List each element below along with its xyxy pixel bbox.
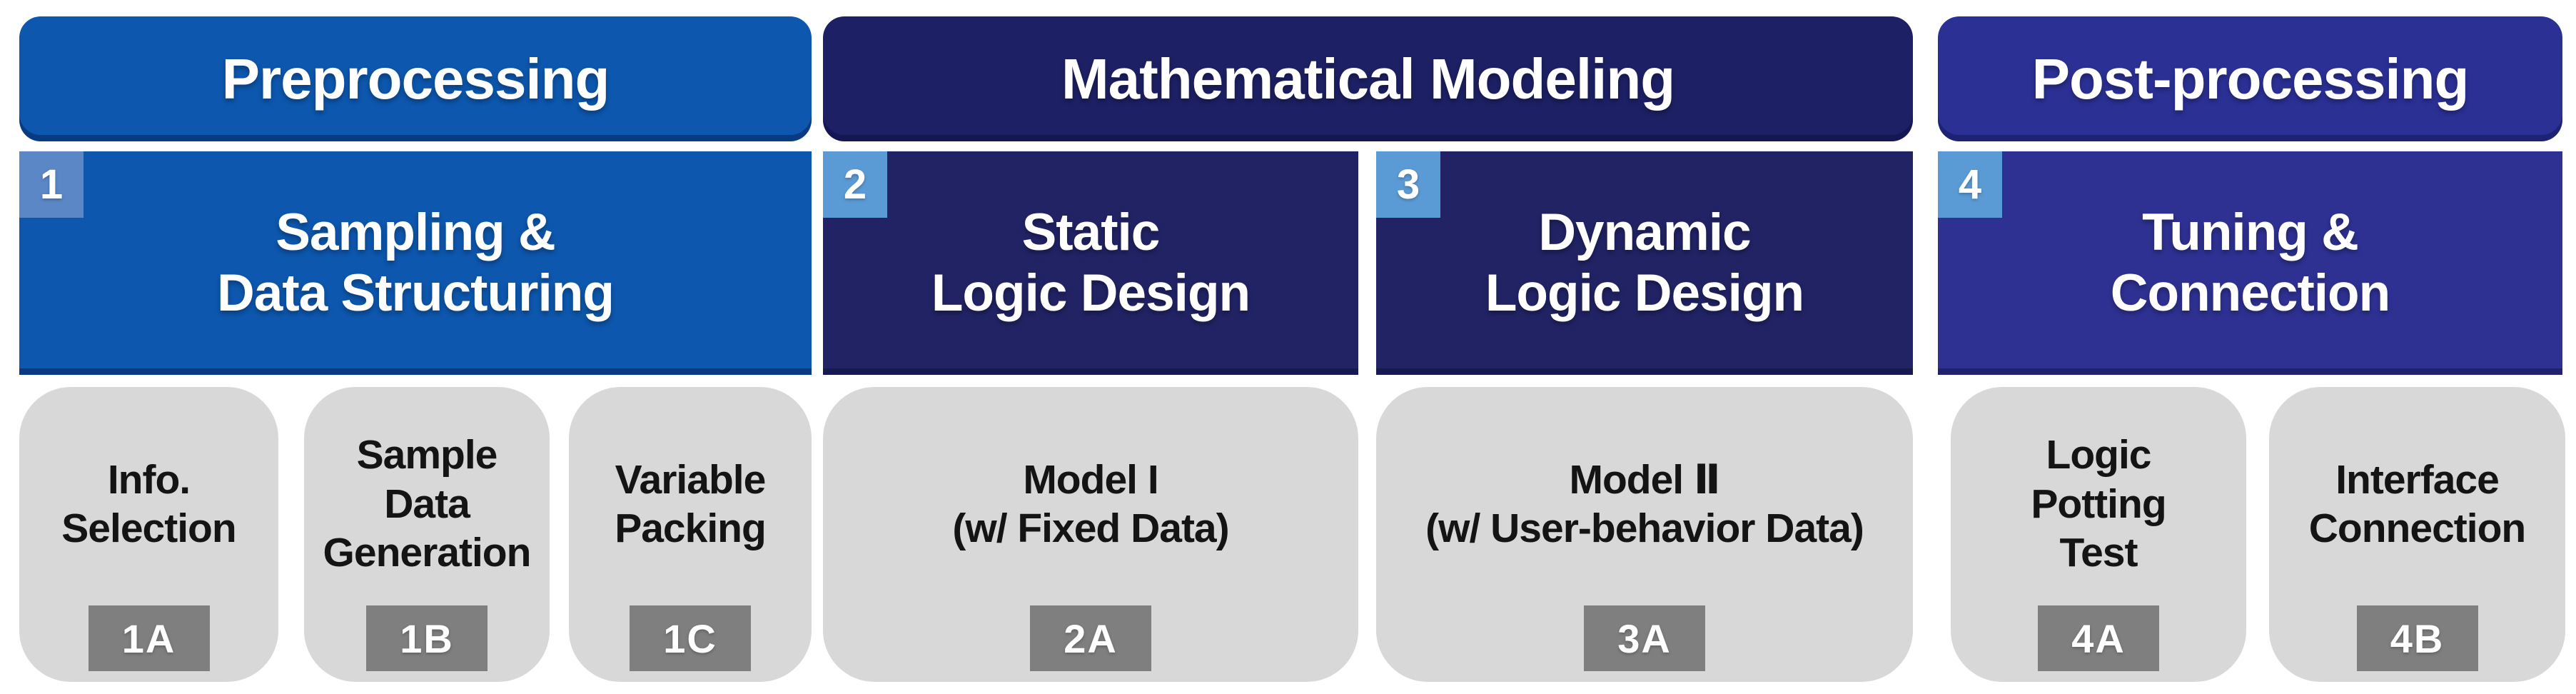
- task-code-badge: 4A: [2038, 605, 2159, 671]
- task-code-badge: 2A: [1030, 605, 1151, 671]
- task-label: Interface Connection: [2308, 456, 2526, 551]
- phase-header-label: Mathematical Modeling: [1061, 46, 1675, 111]
- stage-number-badge: 2: [823, 151, 887, 218]
- phase-header-post-processing: Post-processing: [1938, 16, 2562, 141]
- task-label: Sample Data Generation: [323, 432, 532, 576]
- task-code-badge: 1C: [630, 605, 751, 671]
- stage-title: Tuning & Connection: [2110, 203, 2390, 322]
- task-label: Info. Selection: [61, 456, 236, 551]
- stage-number-badge: 3: [1376, 151, 1440, 218]
- task-code-badge: 3A: [1584, 605, 1705, 671]
- task-label: Model Ⅱ (w/ User-behavior Data): [1425, 456, 1864, 551]
- task-logic-potting-test: Logic Potting Test 4A: [1951, 387, 2246, 682]
- task-code-badge: 4B: [2356, 605, 2478, 671]
- task-label: Variable Packing: [615, 456, 767, 551]
- task-model-1-fixed-data: Model I (w/ Fixed Data) 2A: [823, 387, 1358, 682]
- task-label: Model I (w/ Fixed Data): [952, 456, 1229, 551]
- stage-title: Sampling & Data Structuring: [217, 203, 615, 322]
- stage-number-badge: 4: [1938, 151, 2002, 218]
- stage-number-badge: 1: [19, 151, 84, 218]
- phase-header-mathematical-modeling: Mathematical Modeling: [823, 16, 1913, 141]
- task-model-2-user-behavior-data: Model Ⅱ (w/ User-behavior Data) 3A: [1376, 387, 1913, 682]
- task-code-badge: 1B: [366, 605, 488, 671]
- stage-dynamic-logic-design: 3 Dynamic Logic Design: [1376, 151, 1913, 375]
- stage-title: Static Logic Design: [931, 203, 1251, 322]
- task-interface-connection: Interface Connection 4B: [2269, 387, 2565, 682]
- phase-header-label: Preprocessing: [221, 46, 610, 111]
- task-info-selection: Info. Selection 1A: [19, 387, 278, 682]
- stage-tuning-connection: 4 Tuning & Connection: [1938, 151, 2562, 375]
- phase-header-preprocessing: Preprocessing: [19, 16, 812, 141]
- task-code-badge: 1A: [88, 605, 210, 671]
- task-label: Logic Potting Test: [2031, 432, 2166, 576]
- stage-static-logic-design: 2 Static Logic Design: [823, 151, 1358, 375]
- phase-header-label: Post-processing: [2031, 46, 2470, 111]
- stage-sampling-data-structuring: 1 Sampling & Data Structuring: [19, 151, 812, 375]
- task-variable-packing: Variable Packing 1C: [569, 387, 812, 682]
- stage-title: Dynamic Logic Design: [1485, 203, 1804, 322]
- task-sample-data-generation: Sample Data Generation 1B: [304, 387, 550, 682]
